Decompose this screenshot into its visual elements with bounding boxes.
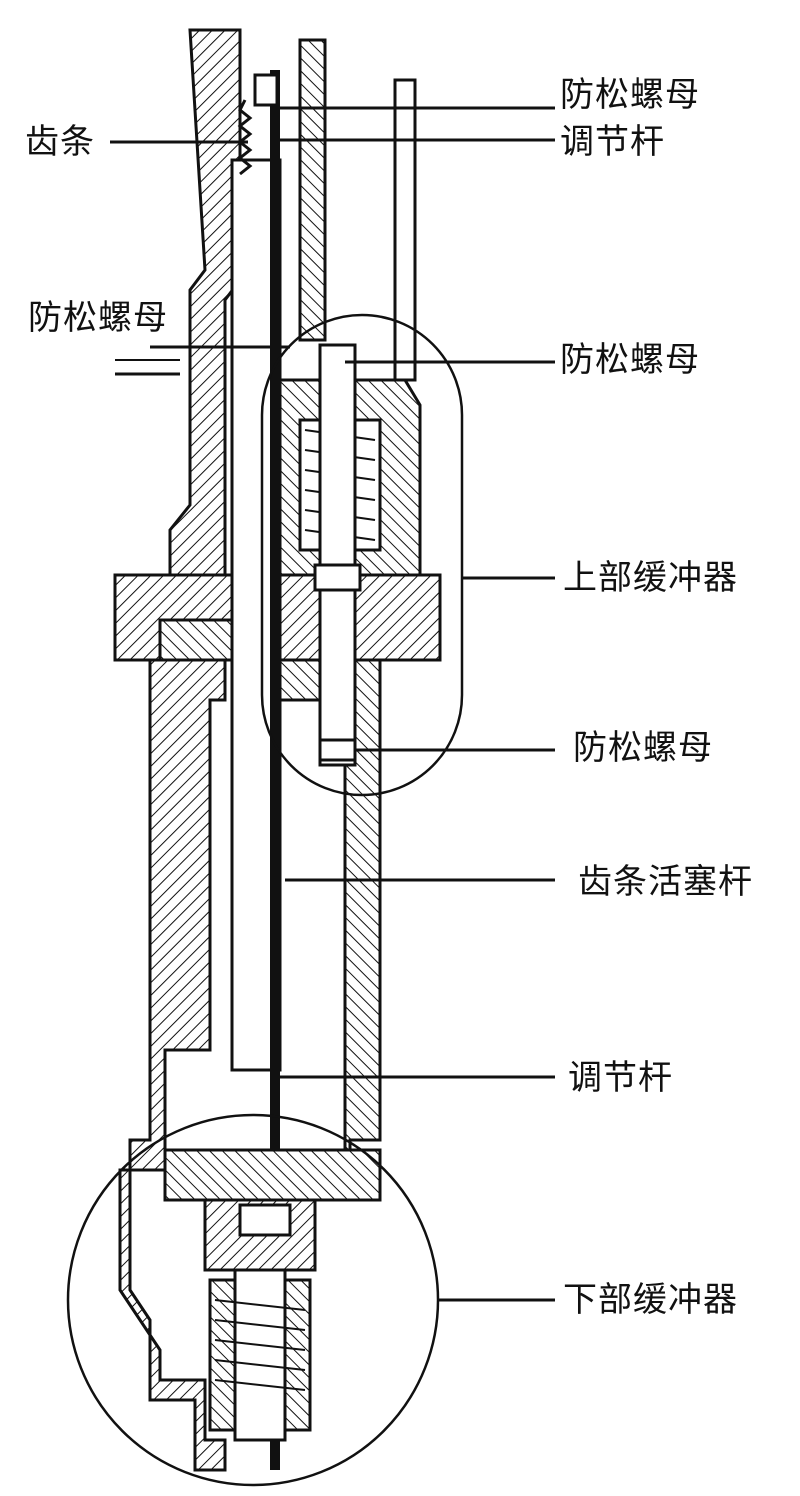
guide-pipe	[393, 78, 417, 382]
label-adjust-rod-bottom: 调节杆	[568, 1058, 673, 1098]
upper-buffer-stem	[318, 343, 357, 767]
label-rack: 齿条	[25, 122, 95, 162]
rack-teeth	[237, 99, 253, 176]
label-adjust-rod-top: 调节杆	[560, 122, 665, 162]
lower-buffer-stem	[233, 1268, 287, 1442]
label-locknut-upper-buffer-top: 防松螺母	[560, 340, 700, 380]
label-locknut-top: 防松螺母	[560, 75, 700, 115]
lower-piston	[163, 1148, 382, 1202]
lower-threaded-sleeve	[238, 1203, 292, 1237]
upper-buffer-outline	[260, 313, 464, 797]
label-locknut-left: 防松螺母	[28, 298, 168, 338]
leader-lines	[110, 106, 555, 1302]
lower-buffer-spring	[214, 1299, 306, 1391]
label-rack-piston-rod: 齿条活塞杆	[578, 862, 753, 902]
lock-nut-top	[253, 73, 279, 107]
upper-buffer-nut	[313, 563, 362, 592]
upper-buffer-bottom-nut	[318, 738, 357, 762]
housing-right-wall	[298, 38, 327, 342]
label-lower-buffer: 下部缓冲器	[563, 1280, 738, 1320]
adjust-rod	[270, 70, 280, 1470]
label-upper-buffer: 上部缓冲器	[563, 558, 738, 598]
label-locknut-upper-buffer-bottom: 防松螺母	[573, 728, 713, 768]
